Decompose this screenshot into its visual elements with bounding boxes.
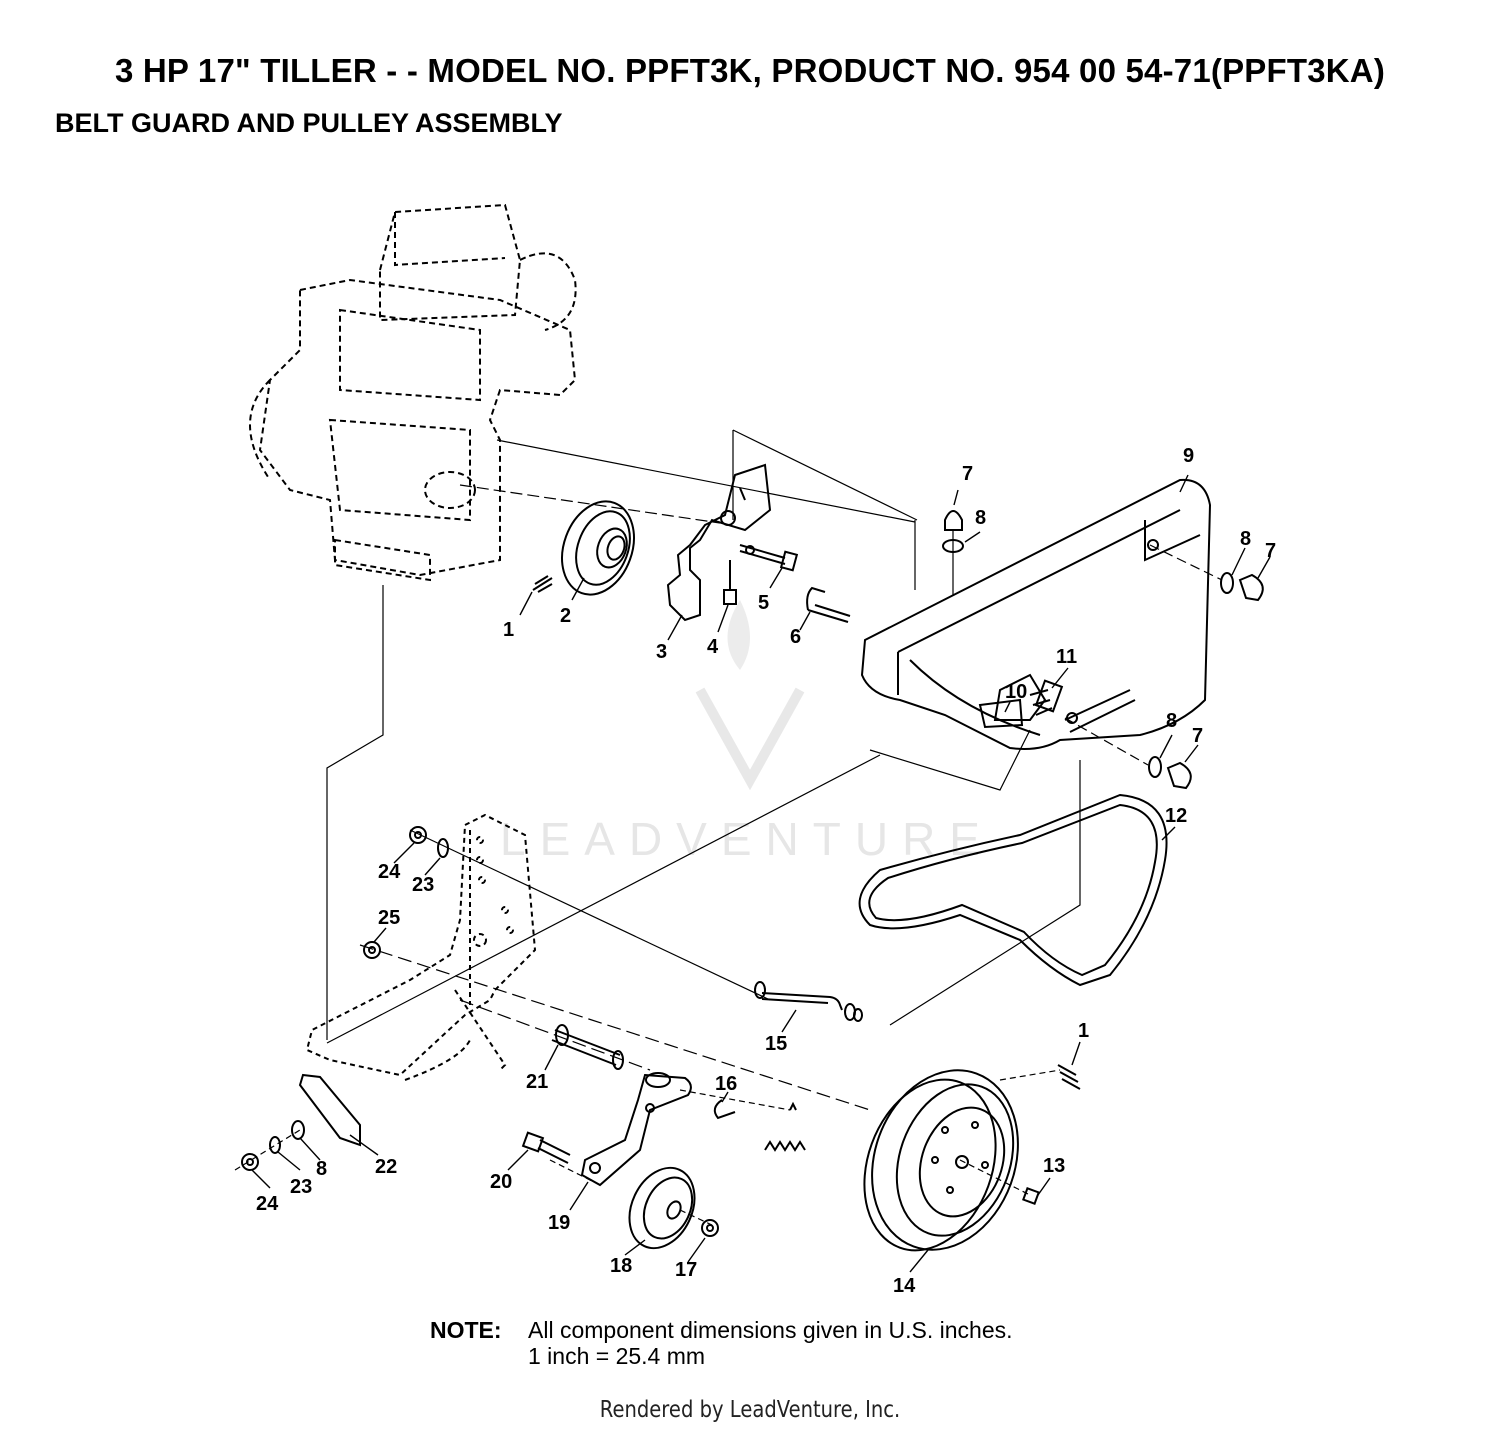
callout-24-upper: 24 — [378, 861, 401, 883]
callout-7-lower: 7 — [1192, 725, 1203, 747]
callout-6: 6 — [790, 626, 801, 648]
nut-24-upper — [409, 826, 427, 844]
callout-8-lower-left: 8 — [316, 1158, 327, 1180]
idler-bracket — [666, 463, 772, 622]
callout-15: 15 — [765, 1033, 787, 1055]
spring — [764, 1101, 806, 1152]
callout-22: 22 — [375, 1156, 397, 1178]
callout-8-lower: 8 — [1166, 710, 1177, 732]
knob-11 — [1029, 679, 1064, 716]
acorn-nut-7-right — [1238, 573, 1264, 602]
callout-7-top: 7 — [962, 463, 973, 485]
footer-credit: Rendered by LeadVenture, Inc. — [599, 1397, 901, 1423]
callout-1-top: 1 — [503, 619, 514, 641]
callout-14: 14 — [893, 1275, 916, 1297]
callout-18: 18 — [610, 1255, 632, 1277]
callout-20: 20 — [490, 1171, 512, 1193]
callout-2: 2 — [560, 605, 571, 627]
callout-21: 21 — [526, 1071, 548, 1093]
note-label: NOTE: — [430, 1317, 502, 1343]
engine-pulley — [561, 500, 635, 596]
drive-belt — [858, 793, 1168, 987]
washer-8-lower — [1148, 756, 1162, 778]
callout-10: 10 — [1005, 681, 1027, 703]
callout-7-right: 7 — [1265, 540, 1276, 562]
washer-8-top — [942, 539, 964, 553]
callout-9: 9 — [1183, 445, 1194, 467]
acorn-nut-7-top — [944, 510, 963, 531]
bolt-5 — [739, 544, 799, 572]
page-title: 3 HP 17" TILLER - - MODEL NO. PPFT3K, PR… — [114, 52, 1386, 89]
callout-17: 17 — [675, 1259, 697, 1281]
note-line-2: 1 inch = 25.4 mm — [528, 1343, 706, 1369]
callout-16: 16 — [715, 1073, 737, 1095]
clip-16 — [713, 1099, 736, 1120]
set-screw-13 — [1022, 1187, 1040, 1205]
leadventure-watermark: LEADVENTURE — [500, 813, 994, 865]
callout-leaders — [251, 474, 1271, 1273]
set-screw — [532, 575, 553, 593]
callout-12: 12 — [1165, 805, 1187, 827]
alignment-lines — [234, 429, 1223, 1226]
callout-25: 25 — [378, 907, 400, 929]
idler-arm-19 — [580, 1072, 692, 1187]
callout-8-top: 8 — [975, 507, 986, 529]
shaft-21 — [551, 1024, 624, 1070]
nut-17 — [701, 1219, 719, 1237]
acorn-nut-7-lower — [1166, 761, 1192, 790]
callout-23-upper: 23 — [412, 874, 434, 896]
plate-22 — [298, 1073, 361, 1147]
note-line-1: All component dimensions given in U.S. i… — [528, 1317, 1013, 1343]
set-screw-bottom — [1057, 1064, 1081, 1090]
nut-24-lower — [241, 1153, 259, 1171]
large-pulley-14 — [863, 1069, 1019, 1252]
callout-4: 4 — [707, 636, 719, 658]
idler-pulley-18 — [628, 1166, 696, 1250]
page-subtitle: BELT GUARD AND PULLEY ASSEMBLY — [55, 108, 563, 138]
callout-19: 19 — [548, 1212, 570, 1234]
dimension-note: NOTE: All component dimensions given in U… — [430, 1317, 1013, 1369]
callout-13: 13 — [1043, 1155, 1065, 1177]
hook-pin-6 — [806, 586, 851, 623]
callout-1-bottom: 1 — [1078, 1020, 1089, 1042]
callout-3: 3 — [656, 641, 667, 663]
bolt-20 — [521, 1131, 571, 1164]
callout-8-right: 8 — [1240, 528, 1251, 550]
callout-11: 11 — [1056, 646, 1077, 668]
callout-23-lower: 23 — [290, 1176, 312, 1198]
washer-8-right — [1220, 572, 1234, 594]
washer-23-lower — [269, 1136, 281, 1154]
shaft-15 — [754, 981, 863, 1022]
screw-4 — [723, 560, 737, 605]
engine-outline — [249, 203, 577, 582]
tiller-frame — [305, 813, 537, 1081]
leadventure-logo-mark — [695, 600, 805, 791]
nut-25 — [363, 941, 381, 959]
belt-guard — [860, 478, 1212, 750]
callout-5: 5 — [758, 592, 769, 614]
callout-24-lower: 24 — [256, 1193, 279, 1215]
washer-8-lower-left — [291, 1120, 305, 1140]
washer-23-upper — [437, 838, 449, 858]
